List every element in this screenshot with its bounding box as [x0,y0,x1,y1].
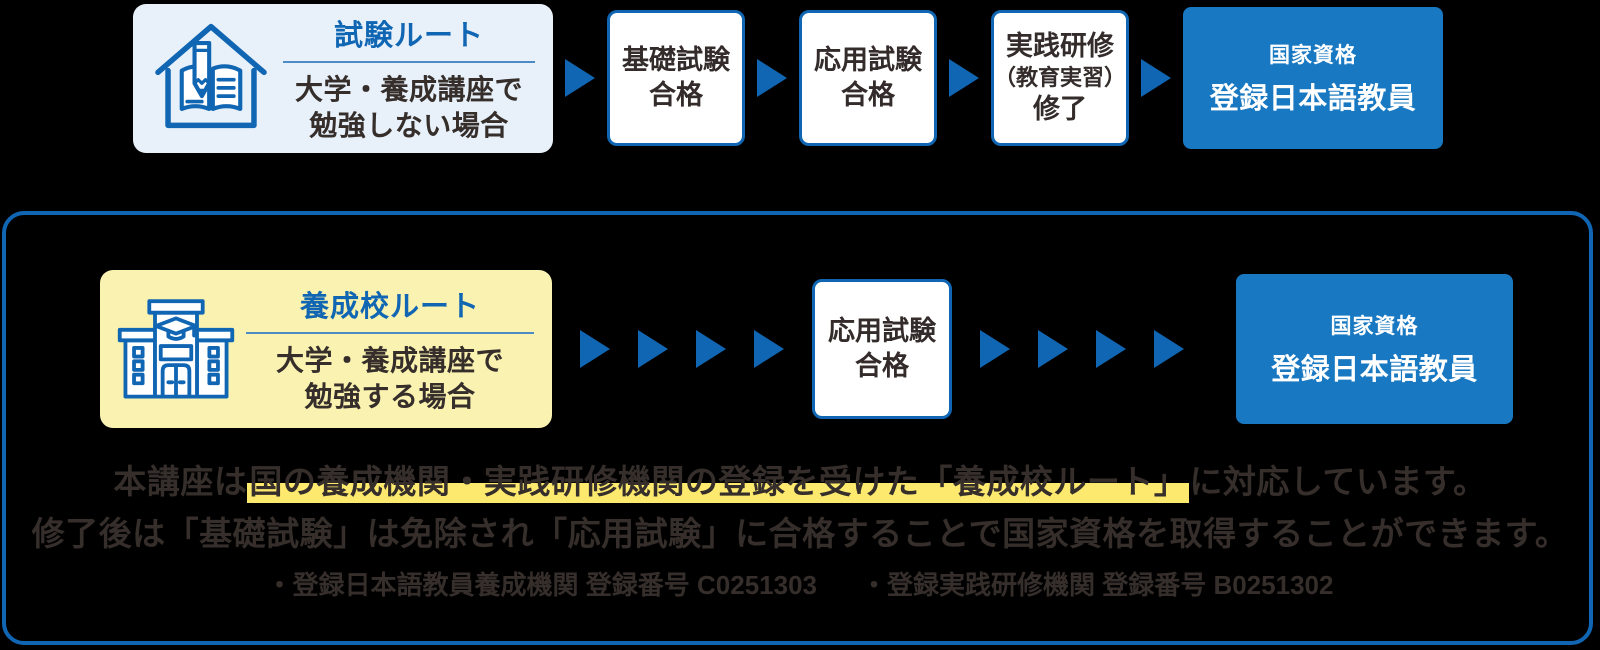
arrow-right-icon [754,330,784,368]
arrow-right-icon [565,59,595,97]
registration-number-1: ・登録日本語教員養成機関 登録番号 C0251303 [266,570,817,600]
step-basic-exam: 基礎試験 合格 [607,10,745,146]
step-label: 基礎試験 [622,44,730,75]
result-title: 登録日本語教員 [1271,354,1478,386]
arrow-right-icon [638,330,668,368]
school-route-description: 大学・養成講座で 勉強する場合 [238,343,542,416]
school-route-text: 養成校ルート 大学・養成講座で 勉強する場合 [238,283,542,416]
step-applied-exam: 応用試験 合格 [812,279,952,419]
school-route-row: 養成校ルート 大学・養成講座で 勉強する場合 応用試験 合格 国家資格 登録日本… [100,270,1513,428]
house-study-icon [147,15,275,142]
school-route-card: 養成校ルート 大学・養成講座で 勉強する場合 [100,270,552,428]
school-route-desc-line1: 大学・養成講座で [275,344,504,376]
step-label: 応用試験 [828,315,936,346]
school-route-result-card: 国家資格 登録日本語教員 [1236,274,1513,424]
arrow-right-icon [757,59,787,97]
arrow-right-icon [949,59,979,97]
step-label: 実践研修 [1006,30,1114,61]
step-label: （教育実習） [994,64,1127,90]
arrow-right-icon [1096,330,1126,368]
note-line1-highlight: 国の養成機関・実践研修機関の登録を受けた「養成校ルート」 [247,463,1190,503]
school-route-panel [2,211,1593,645]
exam-route-title: 試験ルート [283,12,535,63]
school-building-icon [114,293,238,406]
arrow-right-icon [980,330,1010,368]
step-label: 修了 [1033,94,1087,125]
step-applied-exam: 応用試験 合格 [799,10,937,146]
arrow-right-icon [580,330,610,368]
result-title: 登録日本語教員 [1209,83,1417,115]
note-line1-suffix: に対応しています。 [1189,463,1487,500]
notes-block: 本講座は国の養成機関・実践研修機関の登録を受けた「養成校ルート」に対応しています… [0,456,1600,603]
exam-route-card: 試験ルート 大学・養成講座で 勉強しない場合 [133,3,553,153]
exam-route-desc-line2: 勉強しない場合 [309,110,509,141]
school-route-desc-line2: 勉強する場合 [304,381,476,412]
arrow-right-icon [1141,59,1171,97]
exam-route-row: 試験ルート 大学・養成講座で 勉強しない場合 基礎試験 合格 応用試験 合格 実… [133,3,1443,153]
registration-number-2: ・登録実践研修機関 登録番号 B0251302 [861,570,1334,600]
step-label: 応用試験 [814,44,922,75]
exam-route-result-card: 国家資格 登録日本語教員 [1183,7,1443,149]
note-line1: 本講座は国の養成機関・実践研修機関の登録を受けた「養成校ルート」に対応しています… [0,456,1600,508]
exam-route-desc-line1: 大学・養成講座で [294,73,523,105]
result-subtitle: 国家資格 [1330,315,1419,338]
step-practical-training: 実践研修 （教育実習） 修了 [991,10,1129,146]
exam-route-description: 大学・養成講座で 勉強しない場合 [275,72,543,145]
arrow-right-icon [696,330,726,368]
exam-route-text: 試験ルート 大学・養成講座で 勉強しない場合 [275,12,543,145]
step-label: 合格 [649,80,703,110]
step-label: 合格 [855,351,909,381]
arrow-right-icon [1154,330,1184,368]
arrow-right-icon [1038,330,1068,368]
note-line2: 修了後は「基礎試験」は免除され「応用試験」に合格することで国家資格を取得すること… [31,515,1569,552]
note-line3: ・登録日本語教員養成機関 登録番号 C0251303 ・登録実践研修機関 登録番… [0,567,1600,603]
school-route-title: 養成校ルート [246,283,534,334]
step-label: 合格 [841,80,895,110]
result-subtitle: 国家資格 [1269,44,1357,67]
note-line1-prefix: 本講座は [113,463,248,500]
